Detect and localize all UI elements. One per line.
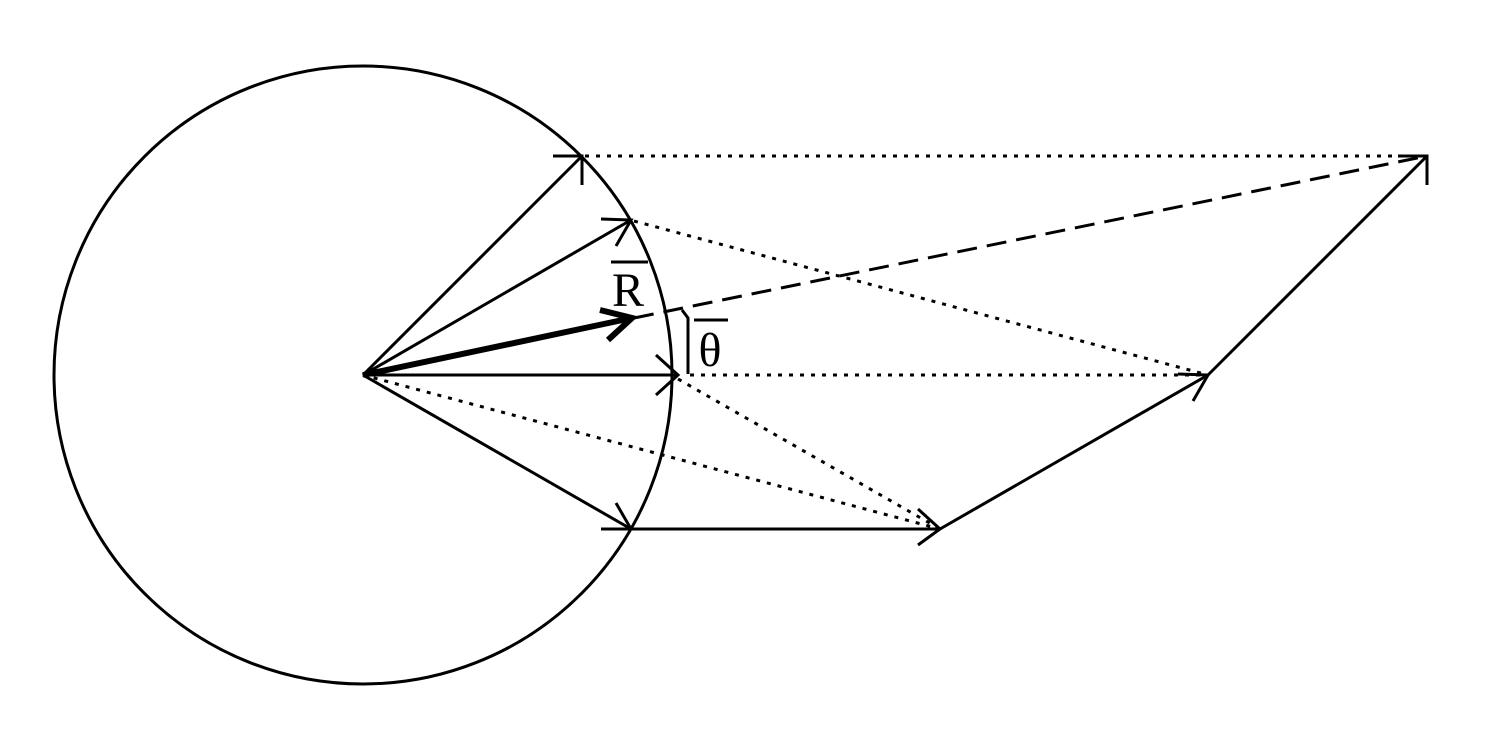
resultant-extension-dashed (633, 154, 1428, 320)
chain-vector-3 (1206, 154, 1429, 377)
chain-vector-2 (939, 373, 1209, 531)
dotted-construction-lines (362, 154, 1427, 531)
vector-up-30 (362, 218, 632, 377)
vector-down-30 (362, 373, 632, 531)
label-resultant: R (611, 260, 648, 317)
resultant-vector (362, 315, 633, 378)
arrowhead-horizontal (654, 353, 681, 397)
arrowhead-up-30 (600, 217, 634, 247)
resultant-arrowhead (599, 307, 639, 343)
chain-arrowhead-3 (1398, 154, 1429, 185)
angle-bracket (680, 309, 690, 374)
label-angle: θ (694, 318, 728, 377)
arrowhead-up-60 (553, 154, 584, 185)
theta-label: θ (699, 324, 722, 377)
r-label: R (612, 264, 644, 317)
vector-up-60 (361, 154, 584, 377)
